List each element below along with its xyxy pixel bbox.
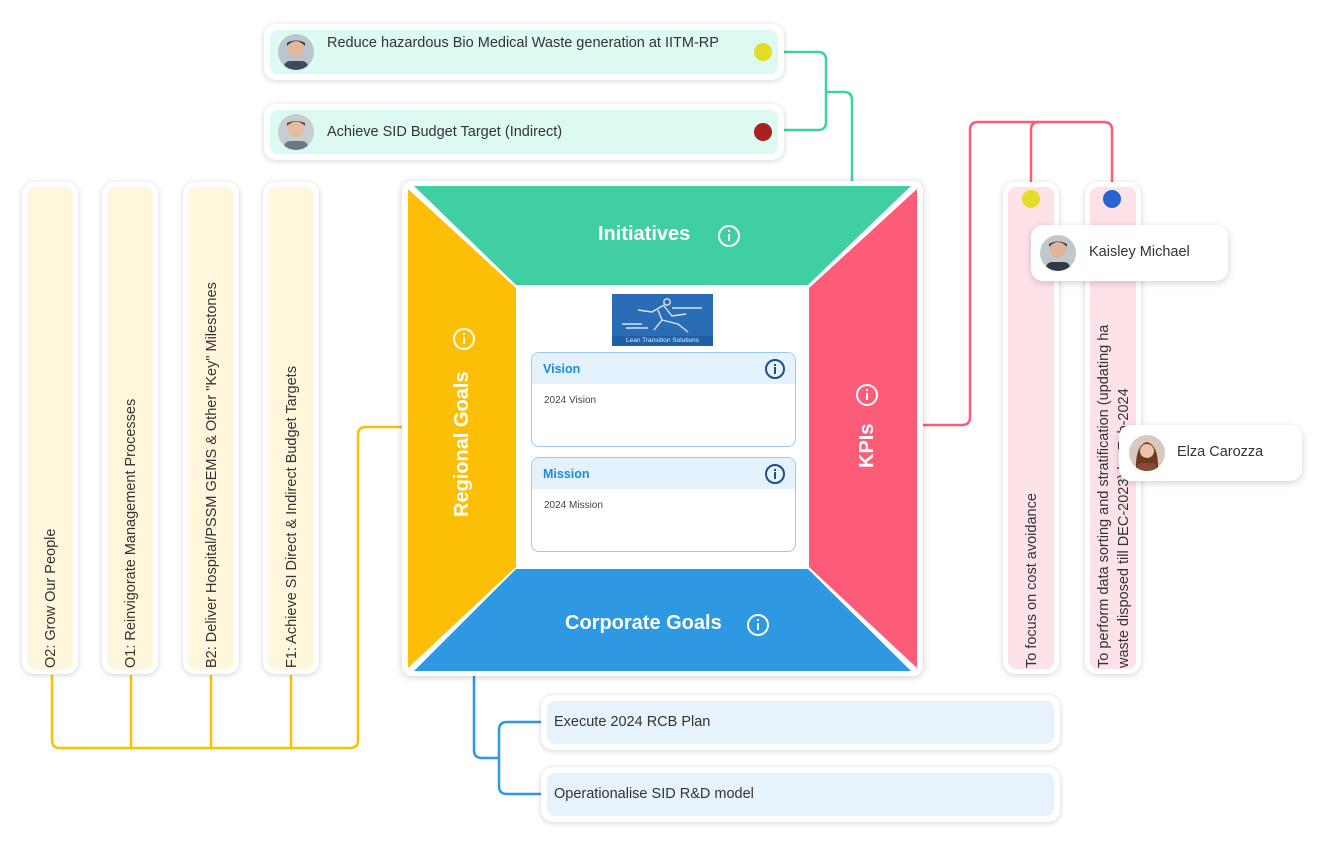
mission-body: 2024 Mission (544, 500, 603, 511)
avatar (278, 34, 314, 70)
status-dot-blue (1103, 190, 1121, 208)
regional-goal-text: O1: Reinvigorate Management Processes (123, 398, 139, 668)
strategy-quadrants (408, 186, 917, 671)
kpis-quadrant (809, 189, 917, 668)
regional-goal-column[interactable]: O1: Reinvigorate Management Processes (102, 182, 158, 674)
corporate-label: Corporate Goals (565, 612, 722, 634)
initiatives-label: Initiatives (598, 223, 691, 245)
avatar (1040, 235, 1076, 271)
kpi-text: To focus on cost avoidance (1024, 493, 1040, 668)
mission-title: Mission (543, 467, 590, 481)
initiative-text: Achieve SID Budget Target (Indirect) (327, 124, 563, 140)
status-dot-yellow (754, 43, 772, 61)
initiative-trunk (826, 90, 854, 181)
initiatives-quadrant (414, 186, 911, 285)
corporate-quadrant (414, 569, 911, 671)
regional-goal-text: O2: Grow Our People (43, 528, 59, 668)
initiative-card[interactable]: Achieve SID Budget Target (Indirect) (264, 104, 784, 160)
initiatives-info-icon[interactable] (718, 225, 740, 247)
corporate-goal-card[interactable]: Operationalise SID R&D model (541, 767, 1060, 822)
regional-goal-column[interactable]: F1: Achieve SI Direct & Indirect Budget … (263, 182, 319, 674)
status-dot-red (754, 123, 772, 141)
person-card-elza-carozza[interactable]: Elza Carozza (1119, 425, 1302, 481)
corporate-goal-text: Operationalise SID R&D model (554, 786, 754, 802)
kpis-label: KPIs (856, 423, 878, 468)
person-name: Elza Carozza (1177, 444, 1264, 460)
mission-info-icon[interactable] (765, 464, 785, 484)
vision-info-icon[interactable] (765, 359, 785, 379)
mission-box[interactable]: Mission 2024 Mission (531, 457, 796, 552)
person-name: Kaisley Michael (1089, 244, 1190, 260)
regional-goal-column[interactable]: O2: Grow Our People (22, 182, 78, 674)
kpi-text-line-1: To perform data sorting and stratificati… (1096, 324, 1112, 668)
kpi-connector (923, 120, 1114, 427)
vision-body: 2024 Vision (544, 395, 597, 406)
person-card-kaisley-michael[interactable]: Kaisley Michael (1031, 225, 1228, 281)
regional-goal-column[interactable]: B2: Deliver Hospital/PSSM GEMS & Other "… (183, 182, 239, 674)
regional-label: Regional Goals (451, 371, 473, 517)
corporate-goal-card[interactable]: Execute 2024 RCB Plan (541, 695, 1060, 750)
kpis-info-icon[interactable] (856, 384, 878, 406)
status-dot-yellow (1022, 190, 1040, 208)
kpi-branch (1029, 120, 1040, 185)
corporate-connector (497, 720, 541, 796)
corporate-info-icon[interactable] (747, 614, 769, 636)
initiative-card[interactable]: Reduce hazardous Bio Medical Waste gener… (264, 24, 784, 80)
vision-title: Vision (543, 362, 581, 376)
initiative-text: Reduce hazardous Bio Medical Waste gener… (327, 35, 719, 51)
regional-goal-text: B2: Deliver Hospital/PSSM GEMS & Other "… (204, 282, 220, 668)
corporate-trunk (472, 676, 499, 760)
avatar (278, 114, 314, 150)
initiative-connector (784, 50, 828, 132)
logo-caption: Lean Transition Solutions (626, 337, 699, 344)
regional-goal-text: F1: Achieve SI Direct & Indirect Budget … (284, 366, 300, 668)
corporate-goal-text: Execute 2024 RCB Plan (554, 714, 711, 730)
vision-box[interactable]: Vision 2024 Vision (531, 352, 796, 447)
company-logo: Lean Transition Solutions (612, 294, 713, 346)
regional-info-icon[interactable] (453, 328, 475, 350)
avatar (1129, 435, 1165, 471)
regional-branches (129, 675, 293, 748)
regional-quadrant (408, 189, 516, 668)
regional-connector (50, 425, 402, 750)
